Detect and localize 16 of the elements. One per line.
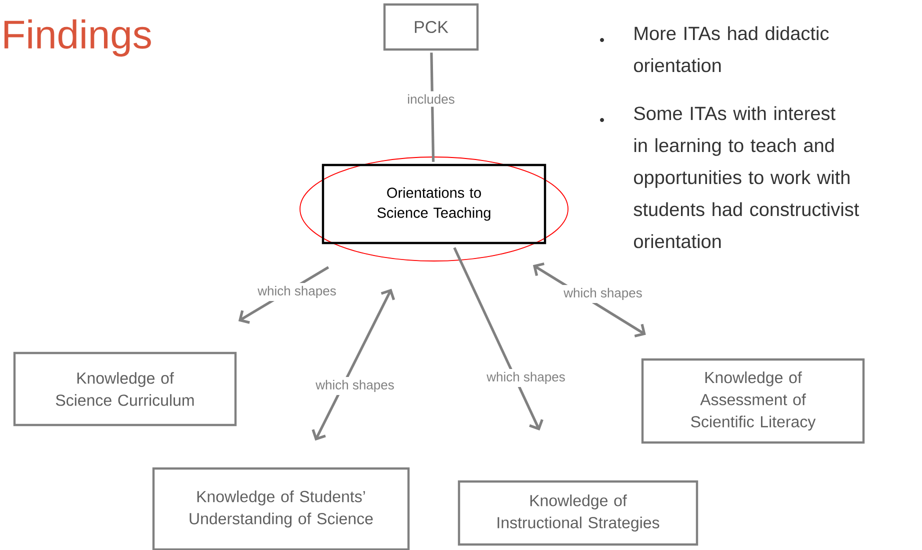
edge-label: which shapes: [312, 376, 398, 396]
slide-title: Findings: [4, 19, 151, 57]
bullet-text: Some ITAs with interest in learning to teach and opportunities to work with students had constructivist orientation: [634, 106, 860, 248]
concept-box: PCK: [383, 3, 479, 51]
concept-box: Knowledge of Assessment of Scientific Literacy: [641, 358, 865, 444]
edge-label: which shapes: [484, 368, 568, 388]
concept-box: Orientations to Science Teaching: [322, 164, 546, 244]
concept-box: Knowledge of Science Curriculum: [13, 352, 237, 426]
edge-label: includes: [404, 91, 458, 107]
concept-box: Knowledge of Instructional Strategies: [458, 480, 698, 546]
bullet-text: More ITAs had didactic orientation: [634, 26, 829, 72]
arrow: [453, 247, 544, 431]
edge-label: which shapes: [560, 284, 646, 304]
concept-box: Knowledge of Students’ Understanding of Science: [152, 467, 410, 550]
arrow: [312, 288, 396, 441]
edge-label: which shapes: [254, 282, 340, 302]
